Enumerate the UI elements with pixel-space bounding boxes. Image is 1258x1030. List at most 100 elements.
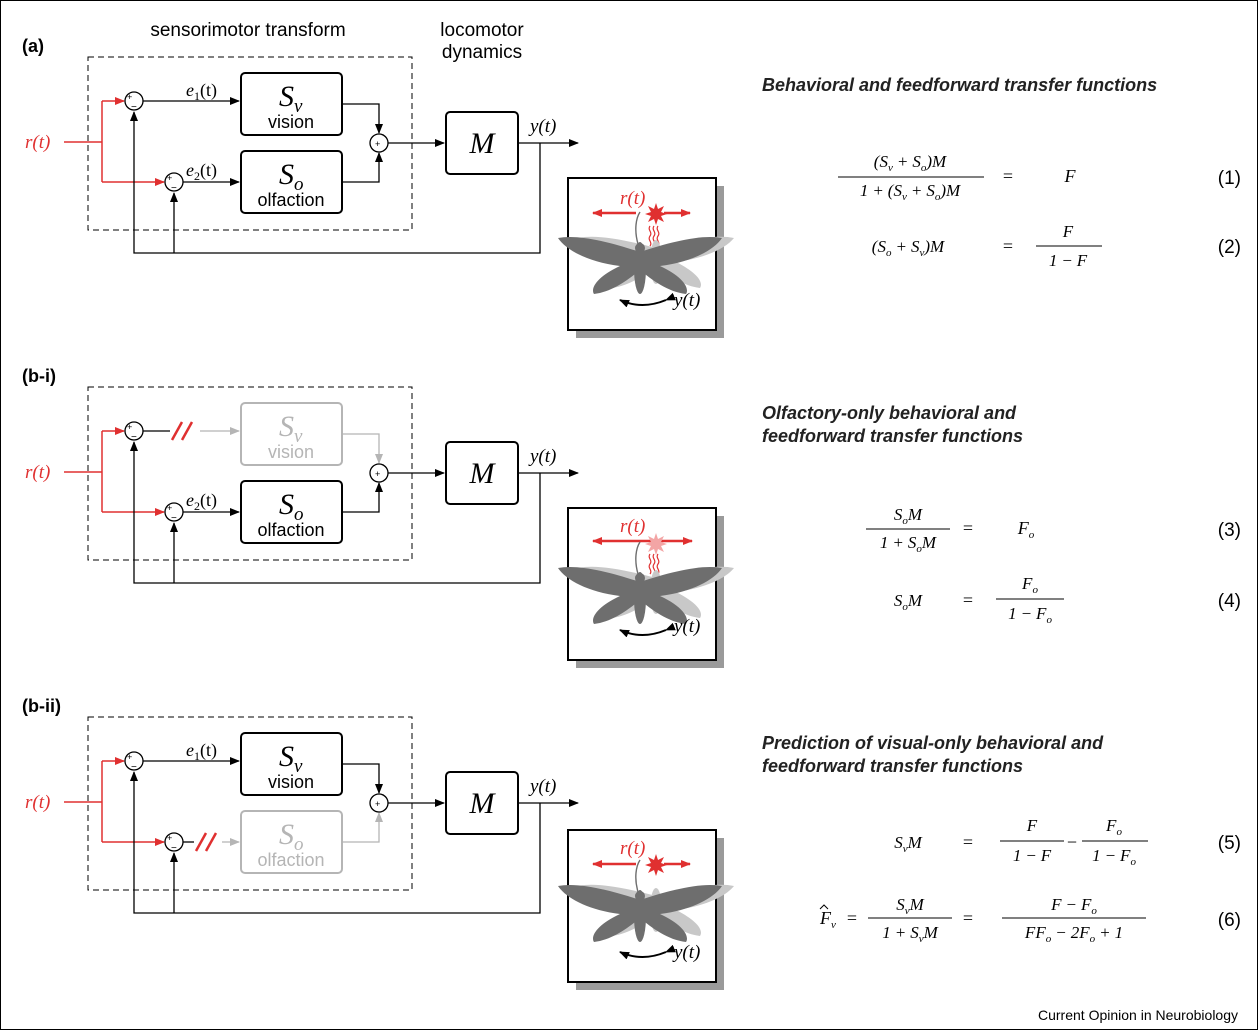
svg-text:Fv: Fv: [819, 908, 836, 931]
moth-illustration: r(t) y(t): [557, 507, 735, 668]
svg-text:−: −: [171, 513, 177, 524]
m-symbol: M: [469, 127, 497, 160]
svg-text:+: +: [127, 752, 132, 762]
svg-text:F−Fo: F−Fo: [1050, 895, 1097, 917]
equation-2: (So+Sv)M = F 1−F (2): [872, 222, 1241, 270]
olfaction-label: olfaction: [257, 850, 324, 870]
y-output-label: y(t): [528, 776, 556, 797]
olfaction-label: olfaction: [257, 190, 324, 210]
svg-text:=: =: [963, 518, 973, 538]
y-output-label: y(t): [528, 116, 556, 137]
section-title-b-i-line2: feedforward transfer functions: [762, 426, 1023, 446]
svg-text:+: +: [127, 92, 132, 102]
sensorimotor-header: sensorimotor transform: [150, 20, 345, 41]
equation-3: SoM 1+SoM = Fo (3): [866, 505, 1241, 555]
section-title-b-i-line1: Olfactory-only behavioral and: [762, 403, 1017, 423]
equation-4: SoM = Fo 1−Fo (4): [894, 574, 1241, 626]
svg-text:=: =: [963, 908, 973, 928]
svg-text:+: +: [375, 139, 380, 149]
flower-icon: [645, 854, 667, 876]
svg-text:Fo: Fo: [1021, 574, 1038, 596]
equation-6: Fv F = SvM 1+SvM = F−Fo FFo−2Fo+1 (6): [819, 895, 1241, 945]
equation-number-1: (1): [1218, 168, 1241, 189]
svg-text:=: =: [1003, 166, 1013, 186]
svg-text:=: =: [1003, 236, 1013, 256]
svg-text:+: +: [375, 469, 380, 479]
svg-text:−: −: [131, 432, 137, 443]
svg-text:=: =: [963, 832, 973, 852]
sv-symbol: Sv: [279, 740, 303, 777]
e2-label: e2(t): [186, 160, 217, 183]
y-output-label: y(t): [528, 446, 556, 467]
svg-text:(So+Sv)M: (So+Sv)M: [872, 237, 945, 259]
moth-illustration: r(t) y(t): [557, 829, 735, 990]
vision-cut-mark: [170, 421, 194, 441]
moth-illustration: r(t) y(t): [557, 177, 735, 338]
panel-b-ii: (b-ii) r(t) + − + − e1(t) Sv vision So o…: [22, 696, 1241, 990]
locomotor-header-line1: locomotor: [440, 20, 524, 41]
equation-number-3: (3): [1218, 520, 1241, 541]
svg-text:+: +: [167, 833, 172, 843]
r-label: r(t): [25, 792, 50, 813]
section-title-b-ii-line1: Prediction of visual-only behavioral and: [762, 733, 1104, 753]
svg-text:1−F: 1−F: [1013, 846, 1052, 865]
r-label: r(t): [25, 132, 50, 153]
equation-1: (Sv+So)M 1+(Sv+So)M = F (1): [838, 152, 1241, 203]
svg-text:(Sv+So)M: (Sv+So)M: [874, 152, 947, 174]
equation-number-6: (6): [1218, 910, 1241, 931]
svg-text:FFo−2Fo+1: FFo−2Fo+1: [1024, 923, 1123, 945]
vision-label: vision: [268, 442, 314, 462]
flower-icon-faded: [645, 533, 667, 555]
svg-text:SvM: SvM: [896, 895, 924, 917]
svg-text:1−F: 1−F: [1049, 251, 1088, 270]
svg-text:−: −: [1067, 832, 1077, 852]
svg-text:=: =: [847, 908, 857, 928]
svg-text:+: +: [167, 503, 172, 513]
section-title-a: Behavioral and feedforward transfer func…: [762, 75, 1157, 95]
e1-label: e1(t): [186, 740, 217, 763]
moth-y-label: y(t): [672, 942, 700, 963]
panel-b-ii-label: (b-ii): [22, 696, 61, 716]
sv-symbol: Sv: [279, 410, 303, 447]
equation-number-4: (4): [1218, 591, 1241, 612]
svg-text:F: F: [1064, 166, 1077, 186]
panel-a: (a) r(t) + − + − e1(t) e2(t) Sv vision S…: [22, 36, 1241, 338]
so-symbol: So: [279, 488, 304, 525]
flower-icon: [645, 203, 667, 225]
olfaction-cut-mark: [194, 832, 218, 852]
svg-text:1+(Sv+So)M: 1+(Sv+So)M: [860, 181, 961, 203]
journal-footer: Current Opinion in Neurobiology: [1038, 1007, 1238, 1023]
svg-text:SoM: SoM: [894, 591, 923, 613]
svg-text:Fo: Fo: [1017, 518, 1035, 541]
reference-input: r(t): [25, 97, 165, 186]
panel-b-i-label: (b-i): [22, 366, 56, 386]
svg-text:Fo: Fo: [1105, 816, 1122, 838]
sv-symbol: Sv: [279, 80, 303, 117]
r-label: r(t): [25, 462, 50, 483]
moth-y-label: y(t): [672, 290, 700, 311]
svg-text:1+SoM: 1+SoM: [880, 533, 937, 555]
panel-a-label: (a): [22, 36, 44, 56]
reference-input: r(t): [25, 427, 165, 516]
moth-y-label: y(t): [672, 616, 700, 637]
reference-input: r(t): [25, 757, 165, 846]
equation-number-2: (2): [1218, 237, 1241, 258]
svg-text:+: +: [167, 173, 172, 183]
svg-text:−: −: [131, 102, 137, 113]
so-symbol: So: [279, 818, 304, 855]
svg-text:SoM: SoM: [894, 505, 923, 527]
panel-b-i: (b-i) r(t) + − + − e2(t) Sv vision So ol: [22, 366, 1241, 668]
stimulus-r-label: r(t): [620, 516, 645, 537]
e1-label: e1(t): [186, 80, 217, 103]
svg-text:F: F: [1026, 816, 1038, 835]
equation-number-5: (5): [1218, 833, 1241, 854]
e2-label: e2(t): [186, 490, 217, 513]
vision-label: vision: [268, 772, 314, 792]
svg-text:−: −: [131, 762, 137, 773]
stimulus-r-label: r(t): [620, 838, 645, 859]
svg-text:SvM: SvM: [894, 833, 922, 855]
equation-5: SvM = F 1−F − Fo 1−Fo (5): [894, 816, 1241, 868]
svg-text:=: =: [963, 590, 973, 610]
m-symbol: M: [469, 787, 497, 820]
